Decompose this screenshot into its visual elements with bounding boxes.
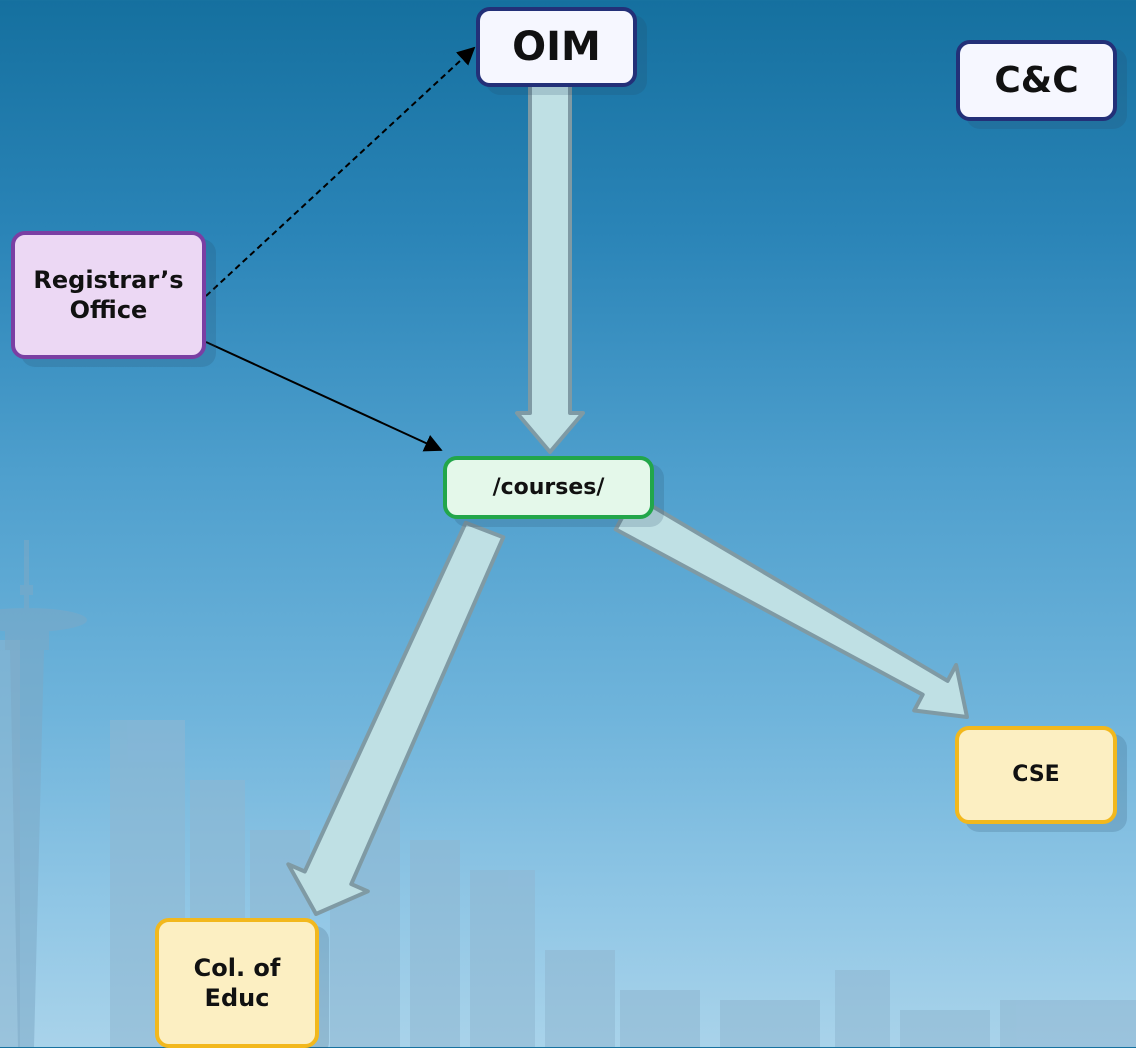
node-courses: /courses/ (443, 456, 654, 519)
node-col-of-educ: Col. of Educ (155, 918, 319, 1048)
node-oim: OIM (476, 7, 637, 87)
node-registrars-office: Registrar’s Office (11, 231, 206, 359)
node-col-of-educ-label: Col. of Educ (193, 954, 281, 1012)
space-needle-icon (0, 540, 87, 1047)
node-cc-label: C&C (994, 60, 1079, 101)
node-registrars-office-label: Registrar’s Office (33, 266, 184, 324)
node-courses-label: /courses/ (492, 474, 605, 500)
solid-connector-registrar-to-courses (205, 341, 443, 452)
block-arrow-courses-to-educ (286, 520, 506, 916)
node-oim-label: OIM (512, 24, 601, 70)
node-cse: CSE (955, 726, 1117, 824)
block-arrow-oim-to-courses (515, 83, 585, 454)
node-cse-label: CSE (1012, 762, 1060, 788)
block-arrow-courses-to-cse (613, 493, 969, 719)
dashed-connector-registrar-to-oim (205, 46, 476, 297)
node-cc: C&C (956, 40, 1117, 121)
